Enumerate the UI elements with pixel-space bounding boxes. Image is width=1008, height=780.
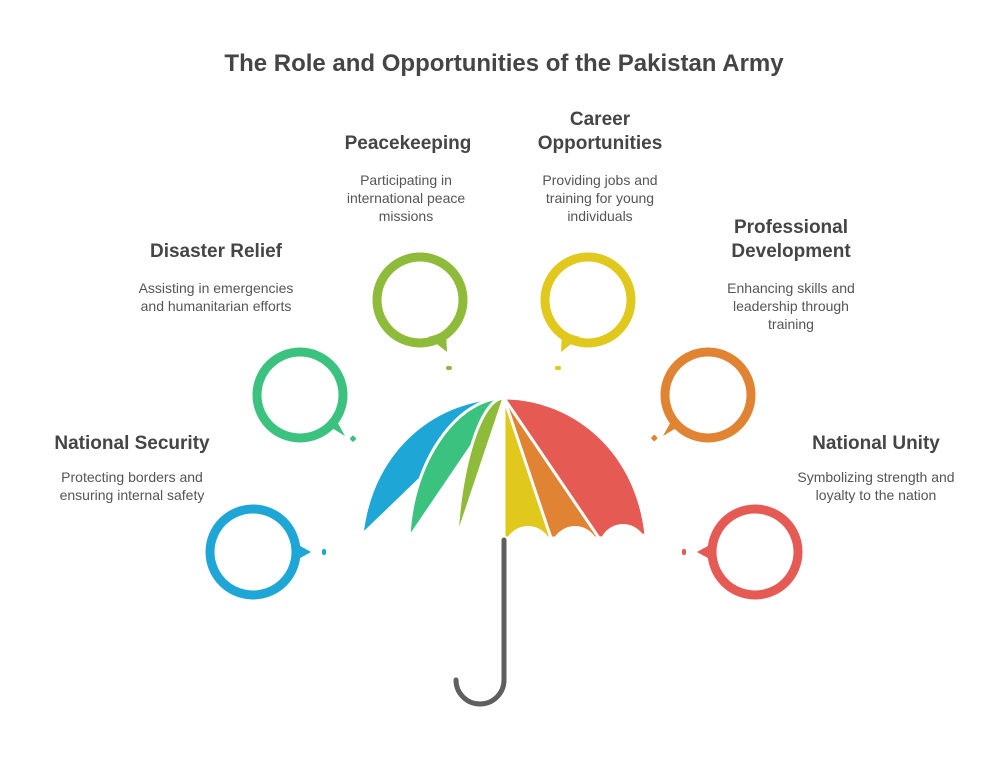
bubble-development	[651, 347, 756, 443]
canopy-segment-unity	[501, 396, 648, 540]
bubble-unity	[682, 504, 803, 600]
item-heading-unity: National Unity	[812, 433, 940, 454]
umbrella-handle	[453, 537, 507, 707]
item-description-peacekeeping: Participating in international peace mis…	[346, 172, 466, 224]
umbrella-canopy	[360, 396, 648, 574]
item-heading-career: Career Opportunities	[537, 109, 663, 154]
diagram-title: The Role and Opportunities of the Pakist…	[224, 50, 784, 77]
item-heading-security: National Security	[54, 433, 210, 454]
item-heading-peacekeeping: Peacekeeping	[344, 133, 472, 154]
item-description-career: Providing jobs and training for young in…	[542, 172, 658, 224]
bubble-relief	[252, 347, 357, 443]
item-heading-development: Professional Development	[731, 217, 851, 262]
item-description-development: Enhancing skills and leadership through …	[727, 280, 855, 332]
item-description-security: Protecting borders and ensuring internal…	[59, 469, 205, 503]
bubble-peacekeeping	[372, 252, 468, 370]
item-description-unity: Symbolizing strength and loyalty to the …	[797, 469, 955, 503]
item-description-relief: Assisting in emergencies and humanitaria…	[138, 280, 294, 314]
canopy-segment-peacekeeping	[455, 396, 507, 539]
bubble-security	[205, 504, 326, 600]
item-heading-relief: Disaster Relief	[149, 241, 282, 262]
canopy-scallops	[361, 524, 647, 574]
bubble-career	[540, 252, 636, 370]
